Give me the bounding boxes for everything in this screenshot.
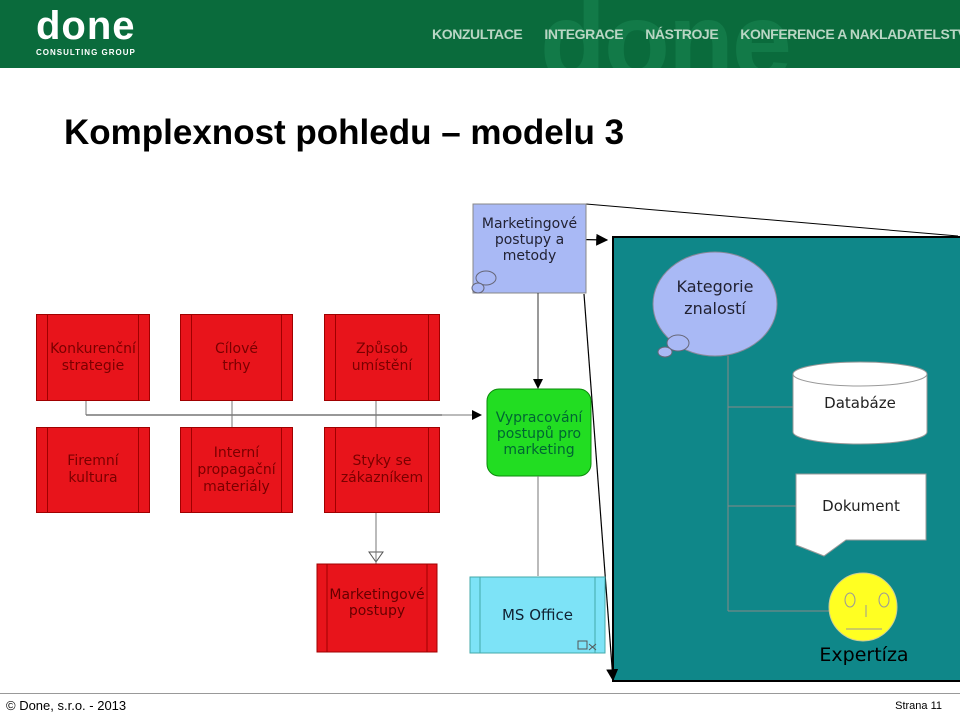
document-label: Dokument [796, 498, 926, 514]
red-box-label: Firemní kultura [67, 453, 118, 487]
green-box-label: Vypracování postupů pro marketing [487, 410, 591, 458]
red-box-interni: Interní propagační materiály [180, 427, 293, 513]
bottom-red-label: Marketingové postupy [317, 587, 437, 619]
red-box-zpusob: Způsob umístění [324, 314, 440, 401]
database-label: Databáze [793, 395, 927, 411]
top-process-label: Marketingové postupy a metody [473, 216, 586, 264]
red-box-cilove-trhy: Cílové trhy [180, 314, 293, 401]
red-box-label: Styky se zákazníkem [341, 453, 423, 487]
red-box-label: Interní propagační materiály [197, 445, 275, 496]
red-box-label: Konkurenční strategie [50, 341, 136, 375]
category-label: Kategorie znalostí [655, 276, 775, 320]
red-box-firemni-kultura: Firemní kultura [36, 427, 150, 513]
footer-copyright: © Done, s.r.o. - 2013 [6, 698, 126, 713]
red-box-label: Způsob umístění [352, 341, 413, 375]
red-box-styky: Styky se zákazníkem [324, 427, 440, 513]
red-box-konkurencni: Konkurenční strategie [36, 314, 150, 401]
document-shape [796, 474, 926, 556]
red-box-label: Cílové trhy [215, 341, 258, 375]
expertise-face-icon [829, 573, 897, 641]
ms-office-label: MS Office [470, 607, 605, 623]
connector-line [586, 204, 958, 236]
footer-page-number: Strana 11 [895, 700, 942, 712]
expertise-label: Expertíza [800, 644, 928, 666]
footer-divider [0, 693, 960, 694]
